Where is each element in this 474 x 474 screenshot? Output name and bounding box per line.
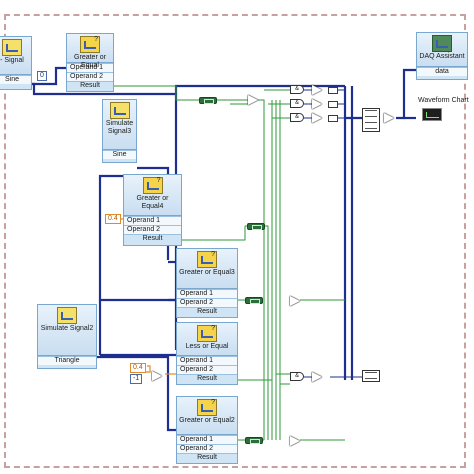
select-function-icon[interactable] xyxy=(312,372,322,382)
waveform-chart-label: Waveform Chart xyxy=(418,97,469,104)
simulate-signal-icon xyxy=(57,307,77,324)
simulate-signal-icon xyxy=(109,102,130,119)
output-terminal[interactable]: Sine xyxy=(0,75,31,84)
operand1-terminal[interactable]: Operand 1 xyxy=(177,356,237,365)
output-terminal[interactable]: Triangle xyxy=(38,356,96,365)
tunnel-icon xyxy=(328,115,338,122)
numeric-constant[interactable]: -1 xyxy=(130,374,143,384)
build-array-icon[interactable] xyxy=(362,108,380,132)
wire-signal-to-ge-op1 xyxy=(32,66,66,86)
greater-or-equal3-node[interactable]: Greater or Equal3 Operand 1 Operand 2 Re… xyxy=(176,248,238,318)
greater-or-equal2-node[interactable]: Greater or Equal2 Operand 1 Operand 2 Re… xyxy=(176,396,238,464)
wire-sim2-to-ge2 xyxy=(97,355,176,432)
data-terminal[interactable]: data xyxy=(417,67,467,76)
result-terminal[interactable]: Result xyxy=(124,234,181,243)
numeric-constant[interactable]: 0.4 xyxy=(130,363,146,373)
compare-icon xyxy=(142,177,163,194)
tunnel-icon xyxy=(328,101,338,108)
operand1-terminal[interactable]: Operand 1 xyxy=(177,289,237,298)
output-terminal[interactable]: Sine xyxy=(103,150,136,159)
result-terminal[interactable]: Result xyxy=(177,374,237,383)
operand1-terminal[interactable]: Operand 1 xyxy=(67,63,113,72)
node-title: Greater or Equal4 xyxy=(136,195,169,210)
and-gate-icon[interactable]: & xyxy=(290,113,304,122)
tunnel-icon xyxy=(328,87,338,94)
compare-function-icon[interactable] xyxy=(290,436,300,446)
node-title: Simulate Signal2 xyxy=(40,325,94,332)
build-array-icon[interactable] xyxy=(362,370,380,382)
select-function-icon[interactable] xyxy=(312,113,322,123)
select-function-icon[interactable] xyxy=(312,99,322,109)
less-or-equal-node[interactable]: Less or Equal Operand 1 Operand 2 Result xyxy=(176,322,238,385)
operand1-terminal[interactable]: Operand 1 xyxy=(177,435,237,444)
and-gate-icon[interactable]: & xyxy=(290,372,304,381)
convert-to-dynamic-icon[interactable] xyxy=(199,97,217,104)
multiply-function-icon[interactable] xyxy=(152,371,162,381)
wire-to-daq xyxy=(396,68,416,120)
compare-icon xyxy=(197,251,217,268)
compare-icon xyxy=(80,36,100,53)
simulate-signal2-node[interactable]: Simulate Signal2 Triangle xyxy=(37,304,97,369)
daq-assistant-node[interactable]: DAQ Assistant data xyxy=(416,32,468,80)
and-gate-icon[interactable]: & xyxy=(290,99,304,108)
merge-signals-icon[interactable] xyxy=(384,113,394,123)
convert-to-dynamic-icon[interactable] xyxy=(247,223,265,230)
node-title: Simulate Signal3 xyxy=(105,120,134,135)
numeric-constant[interactable]: 0.4 xyxy=(105,214,121,224)
greater-or-equal4-node[interactable]: Greater or Equal4 Operand 1 Operand 2 Re… xyxy=(123,174,182,246)
operand2-terminal[interactable]: Operand 2 xyxy=(177,365,237,374)
operand1-terminal[interactable]: Operand 1 xyxy=(124,216,181,225)
compare-function-icon[interactable] xyxy=(290,296,300,306)
convert-to-dynamic-icon[interactable] xyxy=(245,297,263,304)
result-terminal[interactable]: Result xyxy=(67,81,113,90)
waveform-chart-icon[interactable] xyxy=(422,108,442,121)
simulate-signal3-node[interactable]: Simulate Signal3 Sine xyxy=(102,99,137,163)
operand2-terminal[interactable]: Operand 2 xyxy=(177,444,237,453)
operand2-terminal[interactable]: Operand 2 xyxy=(67,72,113,81)
operand2-terminal[interactable]: Operand 2 xyxy=(177,298,237,307)
greater-or-equal-node[interactable]: Greater or Equal Operand 1 Operand 2 Res… xyxy=(66,33,114,92)
simulate-signal-icon xyxy=(2,39,22,56)
and-gate-icon[interactable]: & xyxy=(290,85,304,94)
node-title: - Signal xyxy=(0,57,24,64)
node-title: Greater or Equal2 xyxy=(179,417,235,424)
operand2-terminal[interactable]: Operand 2 xyxy=(124,225,181,234)
compare-icon xyxy=(197,325,217,342)
numeric-constant[interactable]: 0 xyxy=(37,71,47,81)
convert-to-dynamic-icon[interactable] xyxy=(245,437,263,444)
node-title: DAQ Assistant xyxy=(419,53,465,60)
node-title: Greater or Equal3 xyxy=(179,269,235,276)
result-terminal[interactable]: Result xyxy=(177,307,237,316)
result-terminal[interactable]: Result xyxy=(177,453,237,462)
compare-function-icon[interactable] xyxy=(248,95,258,105)
simulate-signal-node[interactable]: - Signal Sine xyxy=(0,36,32,90)
node-title: Less or Equal xyxy=(185,343,229,350)
select-function-icon[interactable] xyxy=(312,85,322,95)
daq-assistant-icon xyxy=(432,35,452,52)
compare-icon xyxy=(197,399,217,416)
